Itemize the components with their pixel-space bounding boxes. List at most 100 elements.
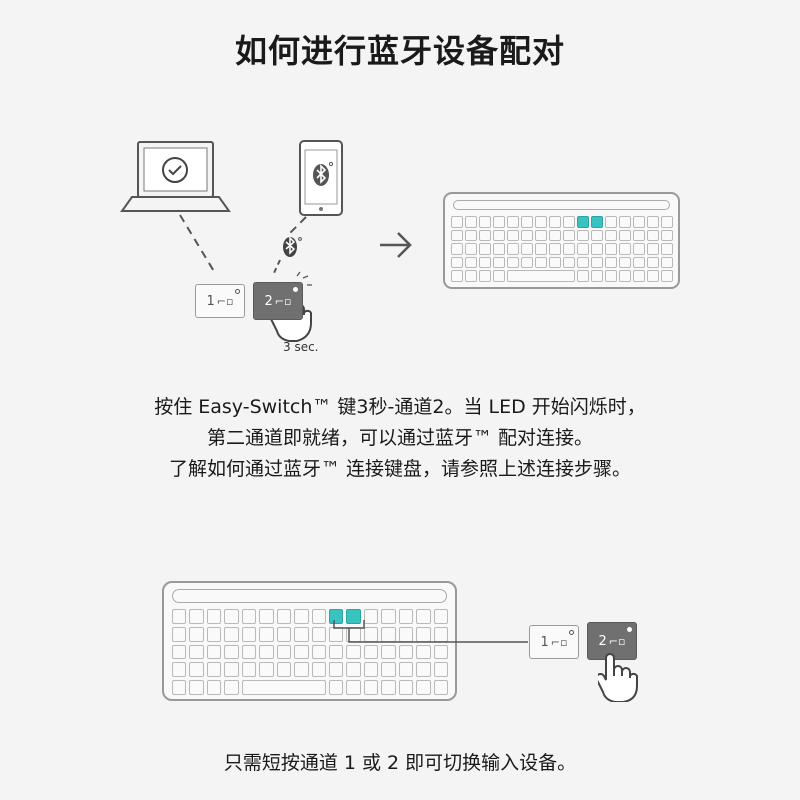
keyboard-key — [647, 243, 659, 255]
keyboard-key — [206, 680, 222, 695]
keyboard-key — [363, 662, 379, 678]
arrow-right-icon — [380, 232, 412, 258]
keyboard-key — [416, 680, 431, 695]
channel-2-label: 2 — [598, 633, 607, 649]
keyboard-key — [549, 256, 561, 269]
keyboard-key — [619, 229, 631, 242]
keyboard-key — [549, 243, 561, 255]
keyboard-key — [241, 626, 257, 642]
instruction-line-1: 按住 Easy-Switch™ 键3秒-通道2。当 LED 开始闪烁时， — [154, 396, 646, 418]
keyboard-key — [363, 680, 379, 695]
keyboard-key — [451, 216, 463, 228]
keyboard-key — [619, 216, 631, 228]
phone-icon — [299, 140, 343, 216]
keyboard-key — [451, 256, 463, 269]
keyboard-key — [363, 609, 379, 624]
keyboard-key — [224, 680, 239, 695]
keyboard-key — [416, 662, 431, 678]
keyboard-key — [259, 644, 274, 660]
channel-2-button[interactable]: 2 ⌐▫ — [253, 282, 303, 320]
keyboard-key — [521, 229, 533, 242]
keyboard-key — [493, 270, 505, 282]
keyboard-key — [311, 609, 326, 624]
keyboard-key — [346, 680, 361, 695]
keyboard-key — [549, 229, 561, 242]
led-indicator — [569, 630, 574, 635]
keyboard-key — [605, 256, 617, 269]
device-cradle — [172, 589, 447, 603]
keyboard-key — [647, 270, 659, 282]
keyboard-key — [276, 626, 292, 642]
keyboard-key — [619, 256, 631, 269]
keyboard-bottom — [162, 581, 457, 701]
keyboard-key — [577, 270, 589, 282]
keyboard-key — [535, 243, 547, 255]
keyboard-key — [661, 256, 673, 269]
channel-1-label: 1 — [540, 634, 549, 650]
led-indicator — [293, 287, 298, 292]
keyboard-key — [493, 229, 505, 242]
keyboard-key — [633, 270, 645, 282]
keyboard-key — [189, 626, 204, 642]
keyboard-key — [276, 609, 292, 624]
keyboard-key — [224, 662, 239, 678]
keyboard-key — [416, 626, 431, 642]
keyboard-key — [563, 229, 575, 242]
keyboard-key — [521, 256, 533, 269]
keyboard-key — [346, 662, 361, 678]
keyboard-key — [605, 216, 617, 228]
keyboard-key — [493, 216, 505, 228]
keyboard-key — [311, 662, 326, 678]
channel-1-button-bottom[interactable]: 1 ⌐▫ — [529, 625, 579, 659]
keyboard-key — [224, 626, 239, 642]
keyboard-key — [363, 644, 379, 660]
keyboard-key — [241, 609, 257, 624]
keyboard-key — [433, 644, 448, 660]
keyboard-key — [398, 680, 414, 695]
keyboard-key — [381, 680, 396, 695]
keyboard-key — [661, 216, 673, 228]
keyboard-key — [605, 229, 617, 242]
keyboard-key — [328, 644, 344, 660]
easy-switch-key — [328, 609, 344, 624]
keyboard-key — [479, 243, 491, 255]
channel-1-label: 1 — [206, 293, 215, 309]
keyboard-key — [451, 229, 463, 242]
keyboard-key — [224, 644, 239, 660]
keyboard-key — [479, 229, 491, 242]
keyboard-key — [605, 270, 617, 282]
laptop-icon — [120, 141, 231, 212]
keyboard-key — [647, 229, 659, 242]
keyboard-key — [591, 243, 603, 255]
keyboard-key — [206, 626, 222, 642]
bluetooth-icon — [283, 236, 302, 257]
channel-1-button[interactable]: 1 ⌐▫ — [195, 284, 245, 318]
keyboard-key — [398, 609, 414, 624]
keyboard-key — [535, 256, 547, 269]
keyboard-key — [276, 662, 292, 678]
keyboard-key — [241, 680, 326, 695]
keyboard-top — [443, 192, 680, 289]
keyboard-key — [224, 609, 239, 624]
keyboard-key — [521, 243, 533, 255]
keyboard-key — [507, 229, 519, 242]
keyboard-key — [311, 644, 326, 660]
keyboard-key — [591, 229, 603, 242]
keyboard-key — [381, 626, 396, 642]
keyboard-key — [647, 216, 659, 228]
keyboard-key — [465, 256, 477, 269]
instruction-line-2: 第二通道即就绪，可以通过蓝牙™ 配对连接。 — [206, 427, 594, 449]
keyboard-key — [535, 229, 547, 242]
hand-press-icon — [598, 653, 638, 702]
keyboard-key — [507, 270, 575, 282]
keyboard-key — [619, 243, 631, 255]
keyboard-key — [172, 662, 187, 678]
instructions-section-2: 只需短按通道 1 或 2 即可切换输入设备。 — [0, 748, 800, 779]
computer-icon: ⌐▫ — [608, 634, 626, 648]
instruction-line-3: 了解如何通过蓝牙™ 连接键盘，请参照上述连接步骤。 — [168, 458, 632, 480]
keyboard-key — [465, 229, 477, 242]
keyboard-key — [465, 216, 477, 228]
computer-icon: ⌐▫ — [274, 294, 292, 308]
keyboard-key — [328, 662, 344, 678]
page-title: 如何进行蓝牙设备配对 — [234, 32, 565, 70]
